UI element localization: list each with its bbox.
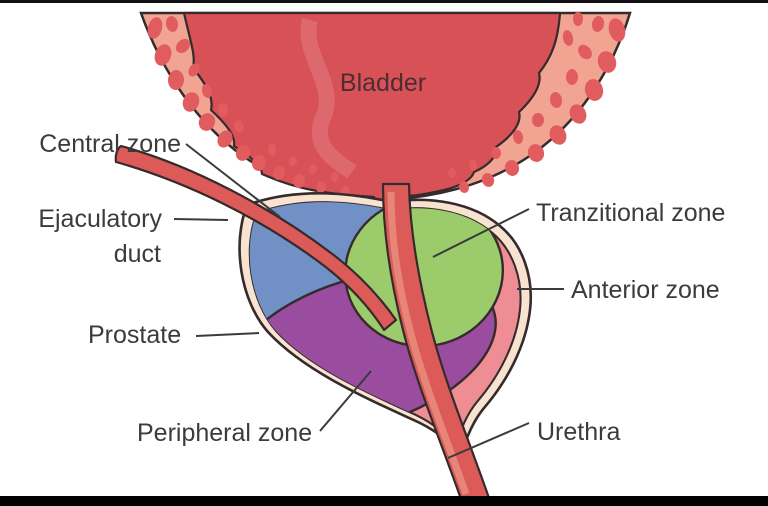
anterior-zone-label: Anterior zone [571, 276, 720, 304]
bladder [139, 11, 632, 231]
pointer-lines [173, 143, 564, 459]
prostate-label: Prostate [88, 321, 181, 349]
bladder-label: Bladder [340, 69, 426, 97]
ejaculatory-duct-shape [114, 144, 398, 332]
labels: Bladder Central zone Ejaculatory duct Pr… [38, 69, 725, 447]
top-black-bar [0, 0, 768, 3]
tranzitional-zone-pointer [432, 208, 530, 258]
urethra-shape [381, 182, 494, 506]
bladder-wall-spots [147, 12, 626, 196]
urethra-pointer [447, 422, 530, 459]
peripheral-zone-label: Peripheral zone [137, 419, 312, 447]
ejaculatory-duct-pointer [173, 218, 229, 221]
urethra-label: Urethra [537, 418, 620, 446]
urethra-highlight [387, 191, 470, 496]
prostate-pointer [195, 332, 260, 337]
tranzitional-zone-label: Tranzitional zone [536, 199, 725, 227]
ducts [114, 144, 494, 506]
ejaculatory-duct-label-line1: Ejaculatory [38, 205, 162, 233]
bottom-black-bar [0, 496, 768, 506]
peripheral-zone-pointer [319, 370, 372, 432]
central-zone-label: Central zone [39, 130, 181, 158]
ejaculatory-duct-label-line2: duct [114, 240, 161, 268]
central-zone-pointer [185, 143, 281, 218]
bladder-highlight [300, 17, 357, 179]
